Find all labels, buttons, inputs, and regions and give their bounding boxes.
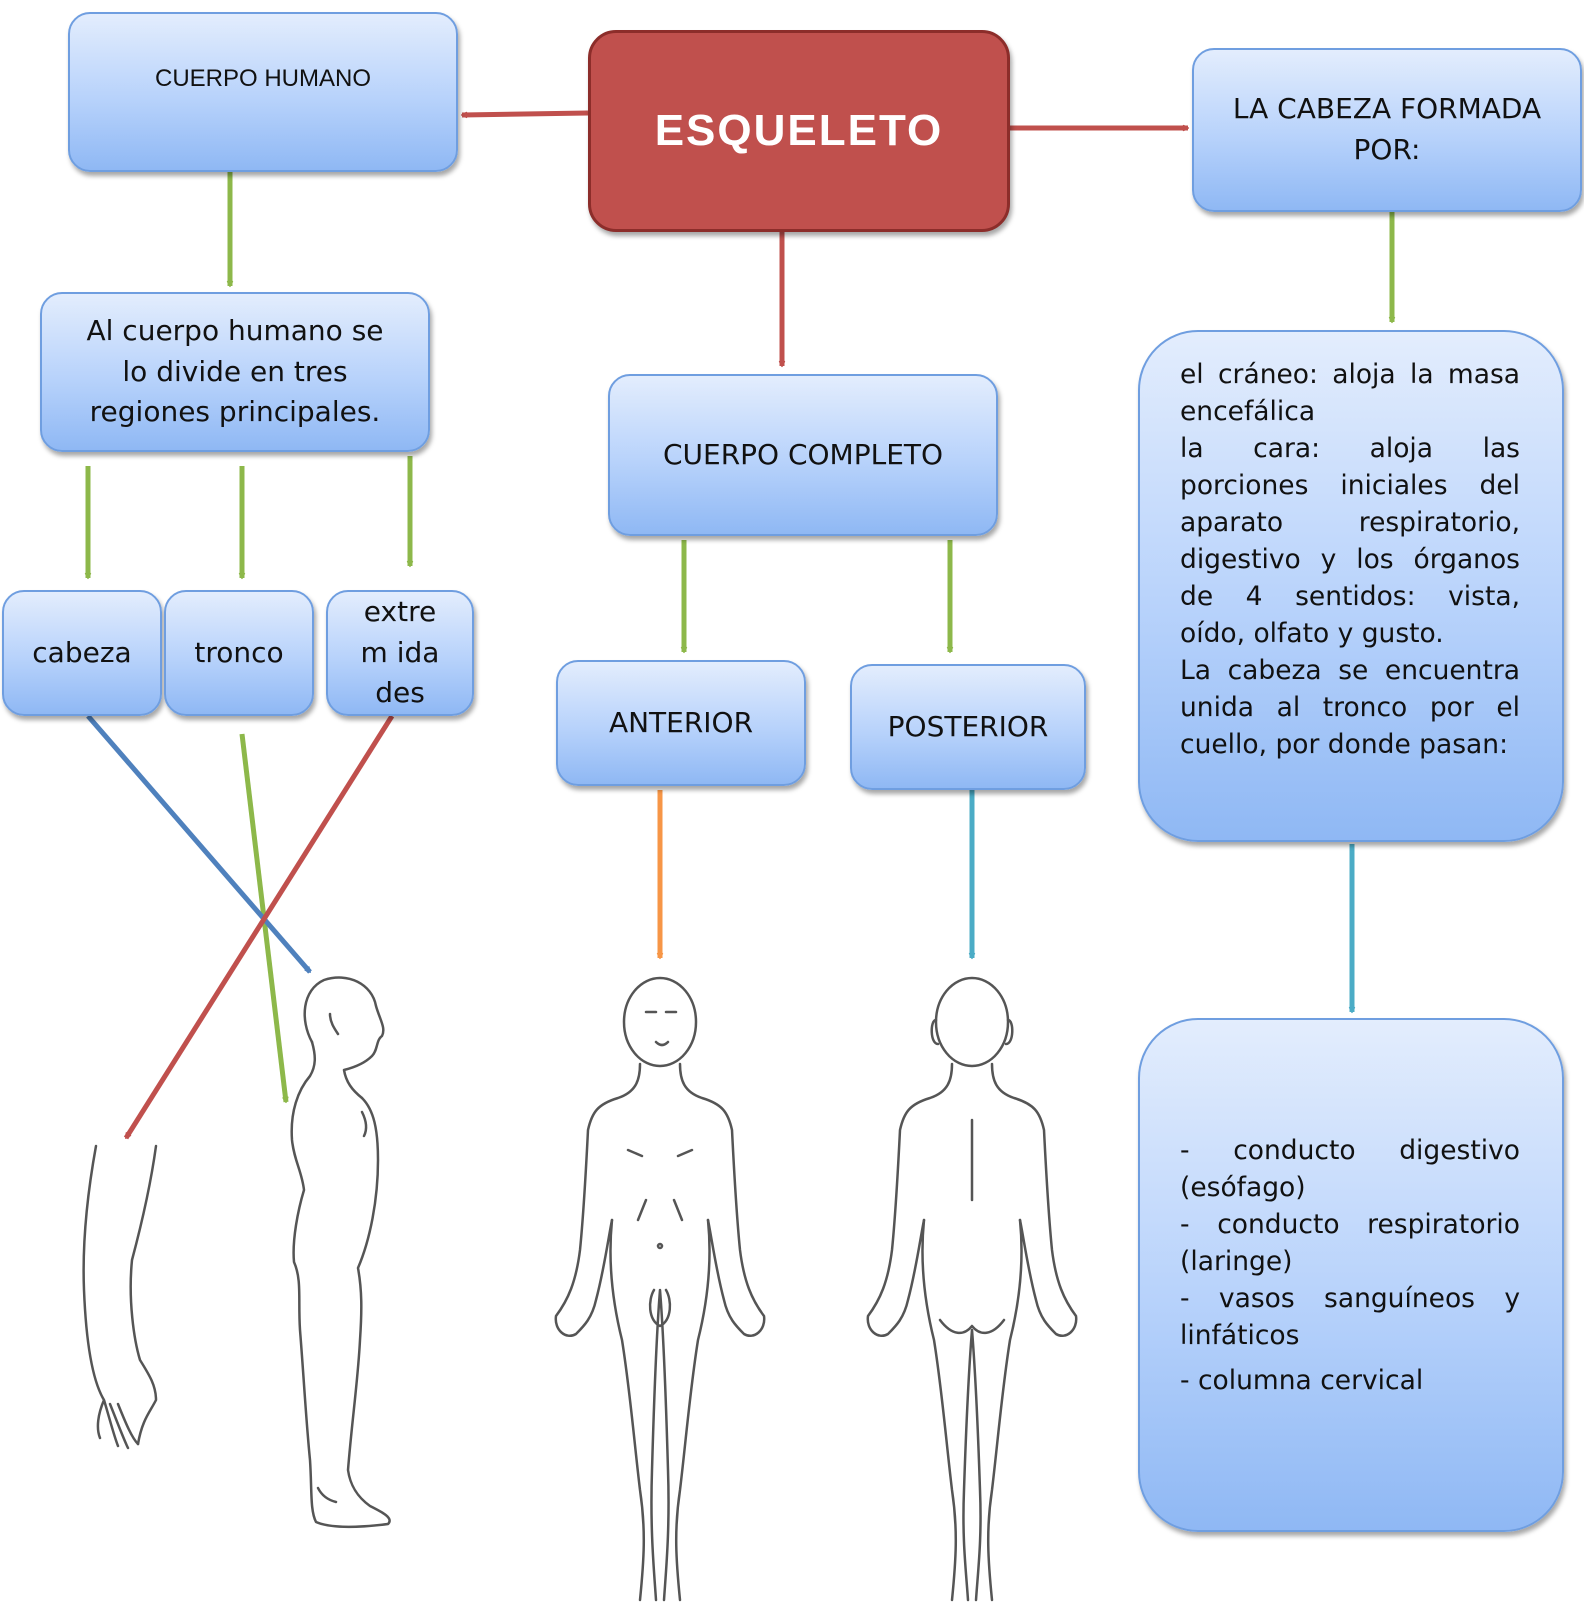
neck-item-vasos: - vasos sanguíneos y linfáticos: [1180, 1283, 1520, 1351]
anterior-figure: [554, 976, 766, 1602]
cuerpo-humano-node: CUERPO HUMANO: [68, 12, 458, 172]
detail-cuello: La cabeza se encuentra unida al tronco p…: [1180, 655, 1520, 760]
cabeza-node: cabeza: [2, 590, 162, 716]
tronco-node: tronco: [164, 590, 314, 716]
posterior-node: POSTERIOR: [850, 664, 1086, 790]
esqueleto-title-node: ESQUELETO: [588, 30, 1010, 232]
regiones-node: Al cuerpo humano se lo divide en tres re…: [40, 292, 430, 452]
extremidades-node: extrem idades: [326, 590, 474, 716]
cabeza-details-node: el cráneo: aloja la masa encefálica la c…: [1138, 330, 1564, 842]
cuerpo-completo-node: CUERPO COMPLETO: [608, 374, 998, 536]
arm-figure: [82, 1144, 158, 1450]
side-figure: [290, 976, 391, 1529]
neck-item-columna: - columna cervical: [1180, 1365, 1424, 1396]
cabeza-formada-node: LA CABEZA FORMADA POR:: [1192, 48, 1582, 212]
posterior-figure: [866, 976, 1078, 1602]
detail-craneo: el cráneo: aloja la masa encefálica: [1180, 359, 1520, 427]
detail-cara: la cara: aloja las porciones iniciales d…: [1180, 433, 1520, 649]
arrow-to-cuerpo-humano: [460, 110, 589, 119]
anterior-node: ANTERIOR: [556, 660, 806, 786]
neck-items-node: - conducto digestivo (esófago) - conduct…: [1138, 1018, 1564, 1532]
neck-item-esofago: - conducto digestivo (esófago): [1180, 1135, 1520, 1203]
neck-item-laringe: - conducto respiratorio (laringe): [1180, 1209, 1520, 1277]
arrow-extremidades-to-figure: [123, 714, 395, 1140]
arrow-cabeza-to-figure: [86, 714, 312, 974]
